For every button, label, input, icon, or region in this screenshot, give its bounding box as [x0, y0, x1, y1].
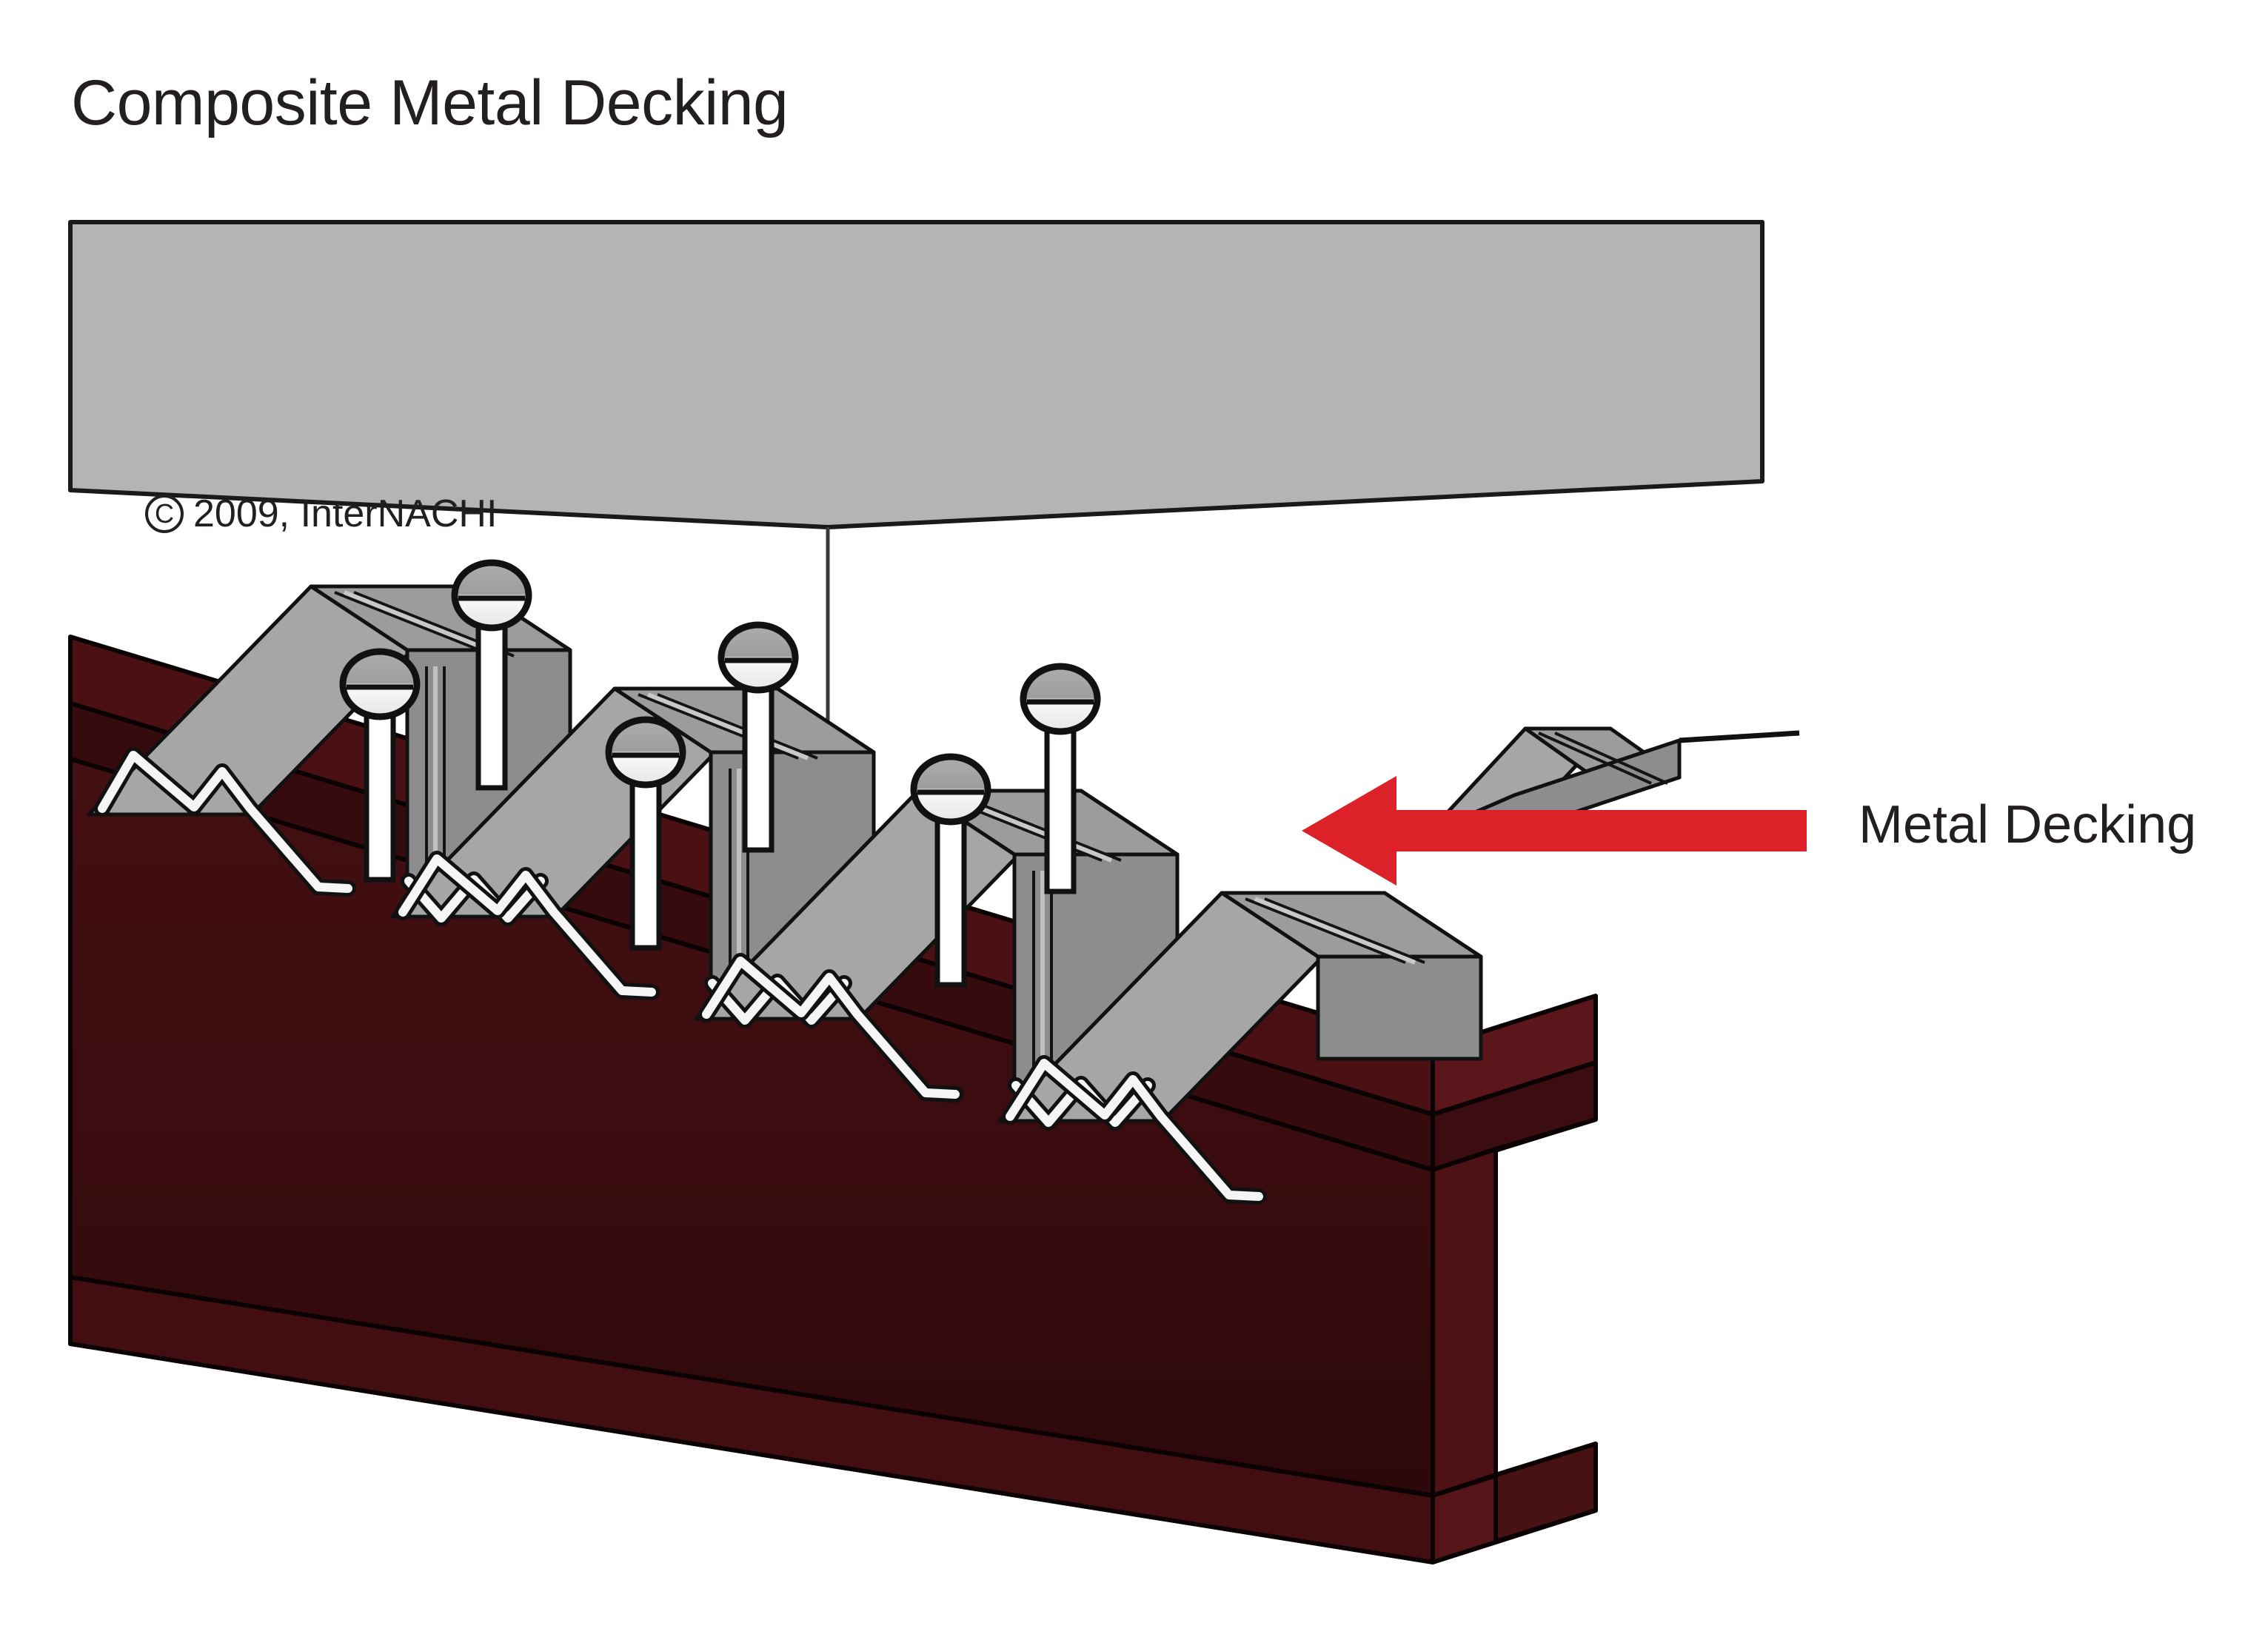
deck-cut-edge — [395, 851, 660, 1000]
shear-stud — [1020, 663, 1101, 894]
shear-studs — [339, 559, 1101, 988]
deck-rib — [997, 891, 1483, 1123]
deck-cut-edge — [698, 953, 963, 1102]
deck-cut-edge — [401, 871, 549, 926]
callout-label-metal-decking: Metal Decking — [1859, 795, 2197, 854]
shear-stud — [451, 559, 532, 791]
shear-stud — [910, 753, 991, 988]
concrete-slab — [68, 220, 1764, 748]
deck-cut-edge — [94, 747, 356, 897]
shear-stud — [717, 621, 799, 853]
deck-cut-edge — [1002, 1055, 1267, 1205]
shear-stud — [339, 648, 421, 883]
deck-cut-edge — [1008, 1076, 1156, 1131]
deck-rib-partial — [1427, 726, 1682, 834]
page-title: Composite Metal Decking — [71, 67, 789, 138]
copyright-icon: C — [145, 495, 184, 533]
shear-stud — [605, 716, 686, 951]
deck-extension-line — [1679, 730, 1800, 743]
copyright-notice: C 2009, InterNACHI — [145, 495, 497, 533]
copyright-text: 2009, InterNACHI — [193, 492, 498, 535]
metal-decking — [87, 584, 1800, 1205]
callout-arrow — [1302, 776, 1807, 886]
deck-cut-edge — [704, 974, 852, 1028]
